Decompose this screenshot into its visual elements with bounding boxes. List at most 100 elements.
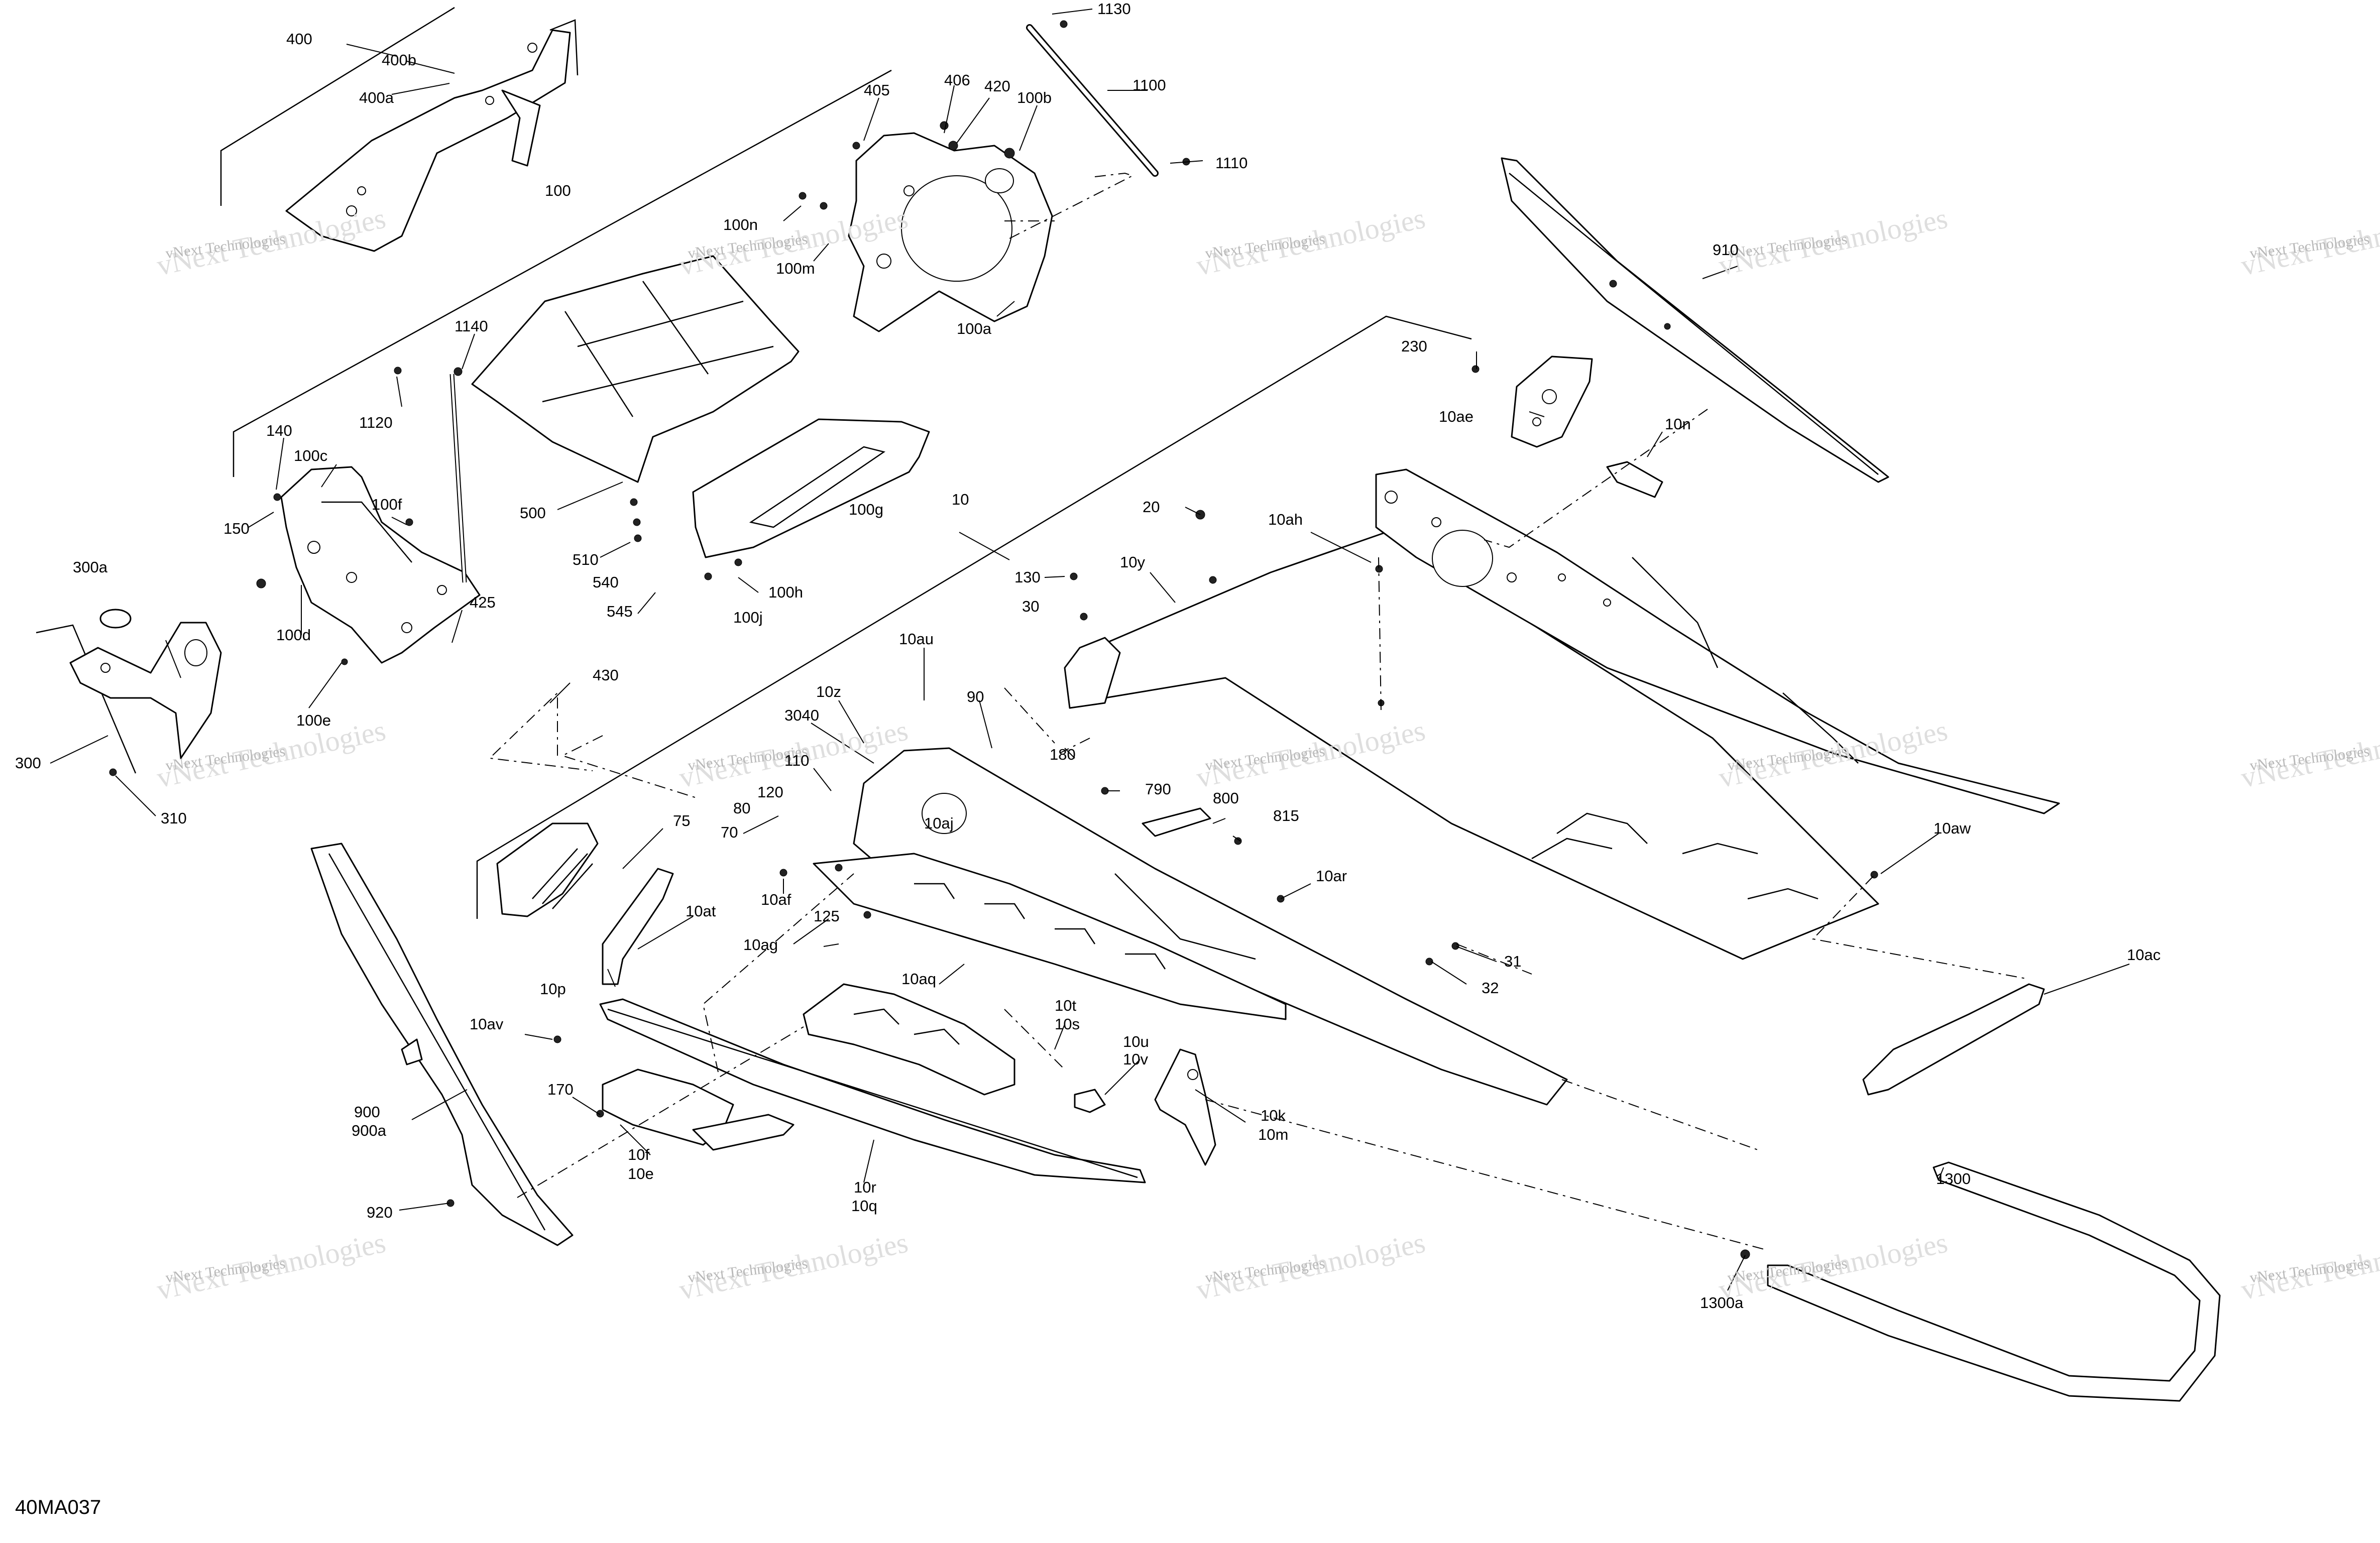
- part-10r-board: [599, 998, 1146, 1183]
- callout-100n: 100n: [723, 216, 758, 233]
- callout-310: 310: [161, 809, 187, 827]
- part-300-column: [69, 609, 222, 776]
- callout-10at: 10at: [686, 902, 716, 920]
- callout-500: 500: [520, 504, 546, 522]
- part-10ac-rail: [1862, 871, 2045, 1096]
- callout-10: 10: [952, 491, 969, 508]
- callout-790: 790: [1145, 780, 1171, 798]
- part-10-chassis-tunnel: [853, 468, 2060, 1106]
- callout-75: 75: [673, 812, 690, 829]
- callout-130: 130: [1014, 568, 1041, 586]
- callout-400: 400: [286, 30, 312, 48]
- callout-10s: 10s: [1055, 1015, 1080, 1033]
- callout-10r: 10r: [854, 1178, 876, 1196]
- callout-1130: 1130: [1097, 0, 1131, 18]
- callout-10k: 10k: [1261, 1107, 1286, 1124]
- part-10p-bracket: [496, 822, 674, 985]
- callout-10af: 10af: [761, 891, 791, 908]
- group-bracket-100: [233, 69, 892, 477]
- callout-1120: 1120: [359, 414, 393, 431]
- callout-10z: 10z: [816, 683, 841, 700]
- callout-140: 140: [266, 422, 292, 439]
- callout-31: 31: [1504, 953, 1521, 970]
- callout-10ar: 10ar: [1316, 867, 1347, 885]
- callout-100e: 100e: [296, 711, 331, 729]
- callout-400b: 400b: [382, 51, 416, 69]
- callout-100g: 100g: [849, 501, 883, 518]
- callout-125: 125: [814, 907, 840, 925]
- part-400-steering-support: [285, 19, 579, 252]
- callout-100f: 100f: [372, 496, 402, 513]
- callout-10f: 10f: [628, 1146, 649, 1163]
- callout-10e: 10e: [628, 1165, 654, 1182]
- callout-400a: 400a: [359, 89, 394, 106]
- callout-405: 405: [864, 81, 890, 99]
- callout-10q: 10q: [851, 1197, 877, 1215]
- callout-100d: 100d: [276, 626, 311, 644]
- callout-10p: 10p: [540, 980, 566, 998]
- part-100c-front-frame: [256, 367, 481, 665]
- callout-300: 300: [15, 754, 41, 772]
- part-10u-plate: [1074, 1089, 1106, 1113]
- diagram-code: 40MA037: [15, 1496, 101, 1518]
- callout-420: 420: [984, 77, 1010, 95]
- callout-labels: 400 400b 400a 1130 1100 1110 405 406 420…: [15, 0, 2161, 1312]
- callout-20: 20: [1143, 498, 1160, 516]
- part-900-column: [310, 843, 574, 1246]
- callout-100: 100: [545, 182, 571, 199]
- part-500-panel: [471, 255, 800, 542]
- callout-510: 510: [573, 551, 599, 568]
- part-800-plate: [553, 787, 1459, 1043]
- callout-10aq: 10aq: [901, 970, 936, 988]
- callout-1100: 1100: [1132, 76, 1166, 94]
- group-bracket-300: [36, 624, 137, 774]
- callout-10ag: 10ag: [743, 936, 778, 954]
- callout-540: 540: [593, 573, 619, 591]
- callout-10ah: 10ah: [1268, 511, 1303, 528]
- callout-920: 920: [367, 1204, 393, 1221]
- part-10ae-bracket: [1471, 355, 1663, 498]
- callout-1300: 1300: [1936, 1170, 1971, 1188]
- callout-100a: 100a: [957, 320, 992, 337]
- callout-120: 120: [757, 783, 783, 801]
- callout-110: 110: [784, 752, 809, 769]
- callout-800: 800: [1213, 789, 1239, 807]
- callout-10t: 10t: [1055, 997, 1076, 1014]
- callout-10av: 10av: [470, 1015, 504, 1033]
- part-100a-front-bulkhead: [799, 121, 1053, 332]
- callout-3040: 3040: [784, 706, 819, 724]
- callout-32: 32: [1482, 979, 1499, 997]
- callout-leader-lines: [50, 9, 2130, 1291]
- callout-10m: 10m: [1258, 1126, 1288, 1143]
- part-10k-mount: [1154, 1048, 1216, 1166]
- callout-90: 90: [967, 688, 984, 705]
- part-910-rail: [1501, 157, 1889, 483]
- callout-10aj: 10aj: [924, 814, 954, 832]
- callout-230: 230: [1401, 337, 1427, 355]
- callout-1300a: 1300a: [1700, 1294, 1744, 1312]
- callout-10au: 10au: [899, 630, 934, 648]
- assembly-dashed-lines: [488, 172, 2029, 1251]
- callout-100c: 100c: [294, 447, 327, 464]
- callout-100b: 100b: [1017, 89, 1052, 106]
- callout-300a: 300a: [73, 558, 108, 576]
- callout-1110: 1110: [1215, 154, 1248, 172]
- callout-910: 910: [1713, 241, 1739, 259]
- callout-10ac: 10ac: [2127, 946, 2161, 964]
- callout-10u: 10u: [1123, 1033, 1149, 1050]
- callout-100j: 100j: [733, 609, 763, 626]
- callout-10ae: 10ae: [1439, 408, 1474, 425]
- callout-150: 150: [223, 520, 250, 537]
- part-100g-plate: [692, 418, 930, 580]
- callout-545: 545: [607, 603, 633, 620]
